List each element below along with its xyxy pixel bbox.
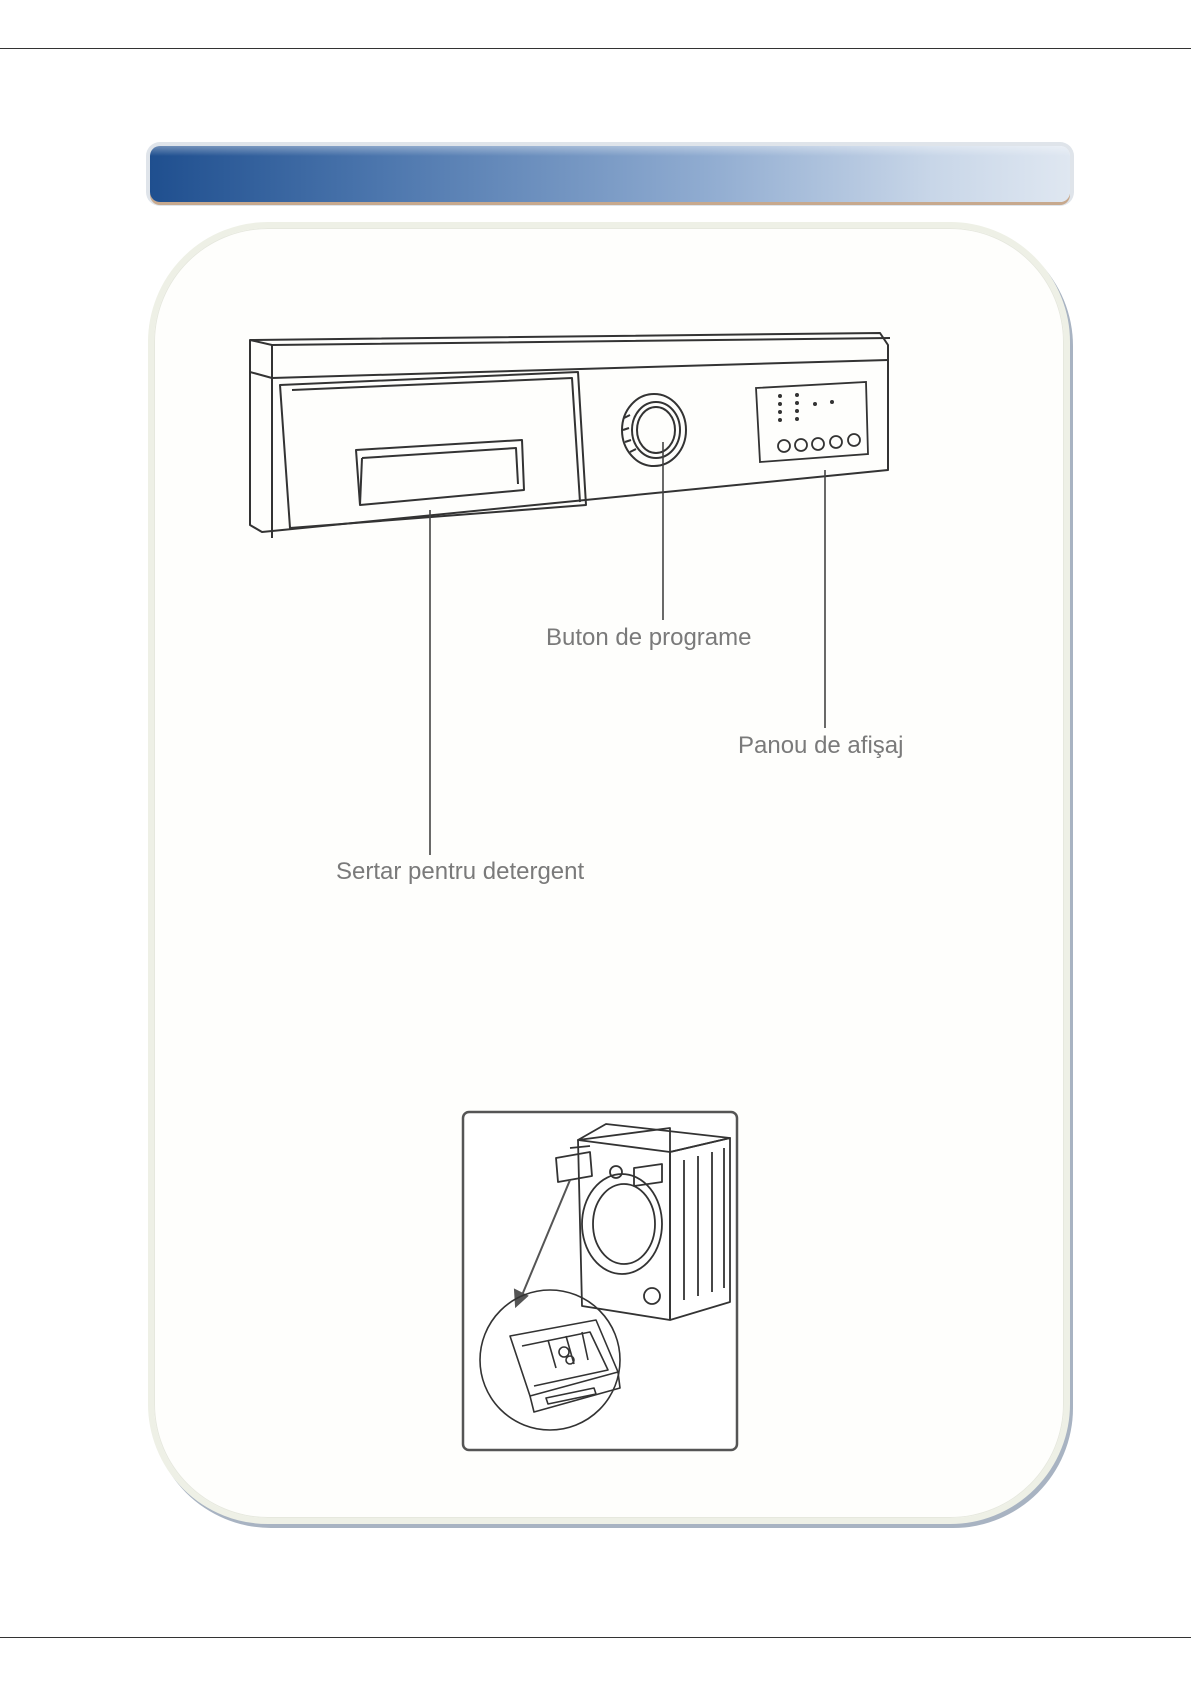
illustration-border — [463, 1112, 737, 1450]
footer-rule — [0, 1637, 1191, 1638]
